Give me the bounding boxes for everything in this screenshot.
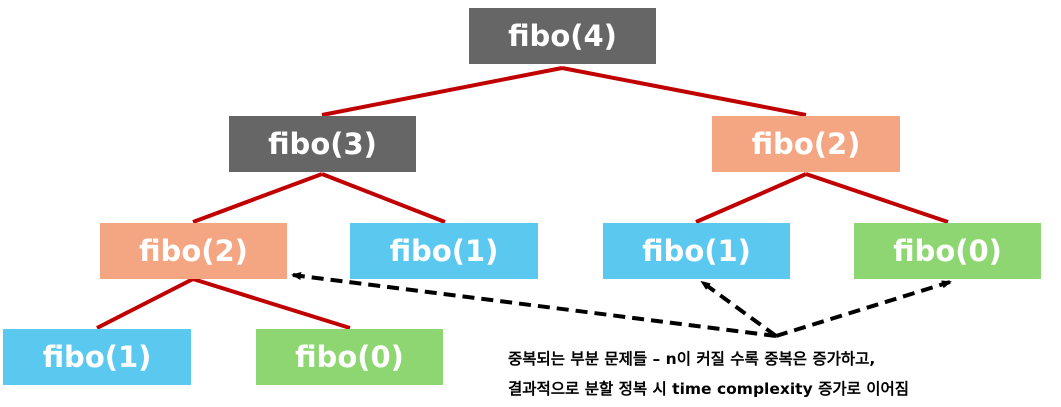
node-label: fibo(4) <box>508 19 617 53</box>
edge-fibo2-to-fibo1 <box>695 172 807 224</box>
arrow-to-fibo0 <box>775 280 952 338</box>
node-fibo3: fibo(3) <box>229 116 416 172</box>
node-box <box>229 116 416 172</box>
node-label: fibo(1) <box>642 234 751 268</box>
node-box <box>603 223 790 279</box>
node-box <box>256 329 443 385</box>
edge-root-to-fibo2 <box>561 66 807 117</box>
node-fibo1-c: fibo(1) <box>3 329 191 385</box>
node-fibo2-left: fibo(2) <box>100 223 287 279</box>
node-fibo1-b: fibo(1) <box>603 223 790 279</box>
node-box <box>3 329 191 385</box>
node-fibo0-b: fibo(0) <box>256 329 443 385</box>
overlap-arrows <box>291 272 952 338</box>
note-line-1: 중복되는 부분 문제들 – n이 커질 수록 중복은 증가하고, <box>508 350 876 368</box>
node-box <box>469 8 656 64</box>
node-fibo2-right: fibo(2) <box>712 116 900 172</box>
node-box <box>350 223 538 279</box>
node-fibo0-a: fibo(0) <box>854 223 1041 279</box>
node-label: fibo(1) <box>43 340 152 374</box>
node-label: fibo(2) <box>139 234 248 268</box>
node-fibo1-a: fibo(1) <box>350 223 538 279</box>
node-label: fibo(0) <box>893 234 1002 268</box>
overlap-note: 중복되는 부분 문제들 – n이 커질 수록 중복은 증가하고, 결과적으로 분… <box>508 344 1053 404</box>
edge-fibo3-to-fibo1 <box>321 172 446 224</box>
tree-edges <box>96 66 949 330</box>
edge-root-to-fibo3 <box>321 66 563 117</box>
node-label: fibo(2) <box>752 127 861 161</box>
node-label: fibo(1) <box>390 234 499 268</box>
node-box <box>712 116 900 172</box>
edge-fibo2b-to-fibo1 <box>96 277 194 330</box>
edge-fibo3-to-fibo2 <box>192 172 323 224</box>
arrow-to-fibo1 <box>700 280 778 338</box>
node-label: fibo(3) <box>268 127 377 161</box>
node-label: fibo(0) <box>295 340 404 374</box>
edge-fibo2b-to-fibo0 <box>192 277 351 330</box>
node-fibo4-root: fibo(4) <box>469 8 656 64</box>
node-box <box>854 223 1041 279</box>
node-box <box>100 223 287 279</box>
note-line-2: 결과적으로 분할 정복 시 time complexity 증가로 이어짐 <box>508 380 910 398</box>
edge-fibo2-to-fibo0 <box>805 172 949 224</box>
arrow-to-fibo2 <box>291 272 777 338</box>
